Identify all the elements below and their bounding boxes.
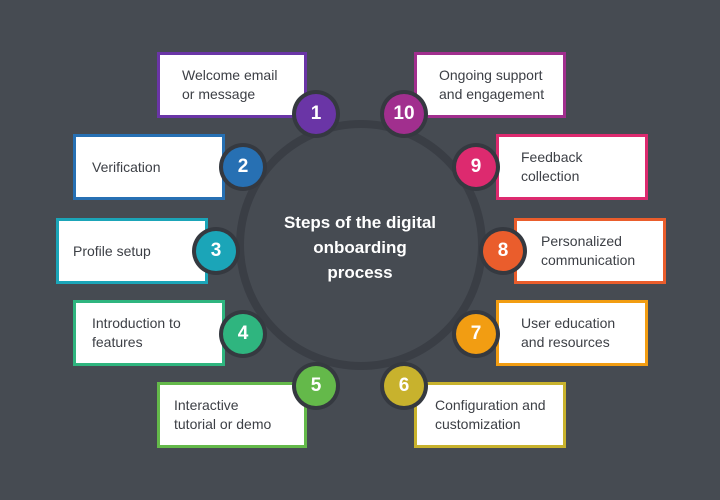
step-number: 1 [296,94,336,134]
step-card-9: Feedback collection [496,134,648,200]
step-number-badge-3: 3 [192,227,240,275]
step-number-badge-6: 6 [380,362,428,410]
step-card-3: Profile setup [56,218,208,284]
step-number: 10 [384,94,424,134]
step-label: User education and resources [521,315,616,350]
step-number: 7 [456,314,496,354]
step-number: 3 [196,231,236,271]
step-label: Welcome email or message [182,67,278,102]
step-number: 6 [384,366,424,406]
step-number-badge-5: 5 [292,362,340,410]
step-number-badge-4: 4 [219,310,267,358]
step-card-8: Personalized communication [514,218,666,284]
step-number: 2 [223,147,263,187]
step-number-badge-1: 1 [292,90,340,138]
step-label: Profile setup [73,242,151,259]
step-number-badge-7: 7 [452,310,500,358]
step-label: Interactive tutorial or demo [174,397,272,432]
step-number: 4 [223,314,263,354]
step-card-5: Interactive tutorial or demo [157,382,307,448]
step-card-6: Configuration and customization [414,382,566,448]
step-number-badge-10: 10 [380,90,428,138]
step-label: Verification [92,158,161,175]
step-label: Personalized communication [541,233,636,268]
step-label: Feedback collection [521,149,583,184]
step-label: Introduction to features [92,315,181,350]
step-card-7: User education and resources [496,300,648,366]
step-label: Configuration and customization [435,397,546,432]
step-number-badge-2: 2 [219,143,267,191]
step-number: 9 [456,147,496,187]
step-number: 8 [483,231,523,271]
step-card-10: Ongoing support and engagement [414,52,566,118]
step-number-badge-9: 9 [452,143,500,191]
step-card-1: Welcome email or message [157,52,307,118]
step-number-badge-8: 8 [479,227,527,275]
step-label: Ongoing support and engagement [439,67,545,102]
step-card-2: Verification [73,134,225,200]
diagram-title: Steps of the digital onboarding process [283,213,437,282]
step-card-4: Introduction to features [73,300,225,366]
step-number: 5 [296,366,336,406]
